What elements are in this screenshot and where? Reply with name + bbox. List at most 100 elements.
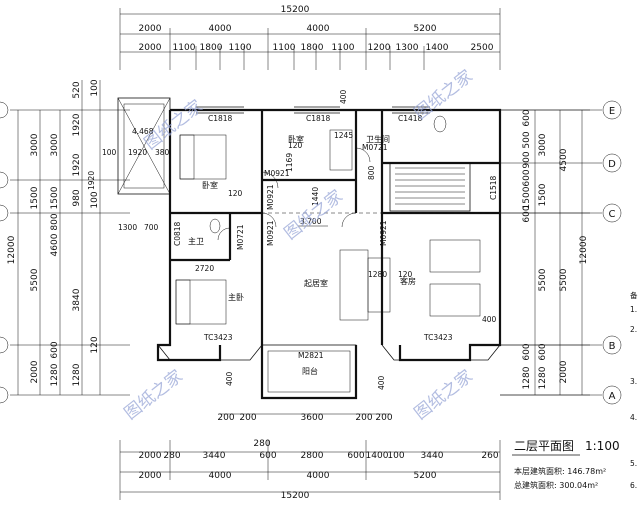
bottom-row1-b: 4000 — [209, 471, 232, 481]
label-window-tc-left: TC3423 — [203, 333, 233, 342]
total-area-text: 总建筑面积: 300.04m² — [514, 480, 598, 490]
label-d400b: 400 — [225, 371, 234, 386]
left-in-100b: 100 — [90, 191, 100, 208]
room-bedroom-n: 卧室 — [288, 134, 304, 144]
walls — [117, 97, 502, 400]
top-dim-1-a: 2000 — [139, 24, 162, 34]
axis-markers: E D C B A — [0, 100, 622, 405]
label-d400a: 400 — [339, 89, 348, 104]
room-guest: 客房 — [400, 276, 416, 286]
left-mid-600: 600 — [50, 341, 60, 358]
right-dimensions: 12000 4500 5500 2000 3000 1500 5500 1280… — [500, 109, 590, 396]
left-dim-1500: 1500 — [30, 186, 40, 209]
axis-a-label: A — [609, 391, 616, 402]
left-mid-1500: 1500 — [50, 186, 60, 209]
label-door-m0921-b: M0921 — [266, 184, 275, 210]
left-dimensions: 12000 3000 1500 5500 2000 3000 1500 4600… — [7, 79, 130, 396]
left-dim-3000: 3000 — [30, 133, 40, 156]
right-in-600c: 600 — [522, 205, 532, 222]
label-door-m0721-a: M0721 — [362, 143, 388, 152]
right-mid-600: 600 — [538, 343, 548, 360]
bottom-row2-i: 3440 — [421, 451, 444, 461]
right-dim-4500: 4500 — [559, 148, 569, 171]
top-dimensions: 15200 2000 4000 4000 5200 2000 1100 1800… — [119, 5, 501, 70]
label-d1440: 1440 — [311, 187, 320, 206]
left-in-1280: 1280 — [72, 363, 82, 386]
label-window-c1818-b: C1818 — [306, 114, 331, 123]
label-d380: 380 — [155, 148, 170, 157]
label-window-c1818-a: C1818 — [208, 114, 233, 123]
right-in-600a: 600 — [522, 109, 532, 126]
top-dim-2-f: 1800 — [301, 43, 324, 53]
label-door-m2821: M2821 — [298, 351, 324, 360]
bottom-row1-c: 4000 — [307, 471, 330, 481]
top-dim-2-h: 1200 — [368, 43, 391, 53]
top-overall-dim: 15200 — [281, 5, 310, 15]
label-window-c0818: C0818 — [173, 221, 182, 246]
drawing-title-name: 二层平面图 — [514, 439, 574, 453]
watermark-4: 图纸之家 — [121, 366, 187, 424]
top-dim-1-d: 5200 — [414, 24, 437, 34]
notes-column: 备 1. 2. 3. 4. 5. 6. — [630, 290, 638, 490]
note-header: 备 — [630, 290, 638, 300]
axis-b-label: B — [609, 341, 616, 352]
axis-c-label: C — [609, 209, 616, 220]
label-d120c: 120 — [288, 141, 303, 150]
label-d1300: 1300 — [118, 223, 137, 232]
bottom-row2-c: 3440 — [203, 451, 226, 461]
watermark-1: 图纸之家 — [141, 96, 207, 154]
label-door-m0721-b: M0721 — [236, 224, 245, 250]
top-dim-2-a: 2000 — [139, 43, 162, 53]
label-d400c: 400 — [482, 315, 497, 324]
watermark-5: 图纸之家 — [411, 366, 477, 424]
top-dim-2-e: 1100 — [273, 43, 296, 53]
left-in-1920b: 1920 — [72, 153, 82, 176]
top-dim-2-g: 1100 — [332, 43, 355, 53]
label-d700: 700 — [144, 223, 159, 232]
bottom-balcony-2: 200 — [239, 413, 256, 423]
bottom-row2-e: 2800 — [301, 451, 324, 461]
bottom-row2-f: 600 — [347, 451, 364, 461]
right-mid-5500: 5500 — [538, 268, 548, 291]
room-family: 起居室 — [304, 278, 328, 288]
label-window-c1518: C1518 — [489, 175, 498, 200]
left-dim-5500: 5500 — [30, 268, 40, 291]
room-bedroom-nw: 卧室 — [202, 180, 218, 190]
label-d120b: 120 — [398, 270, 413, 279]
label-door-m0921-c: M0921 — [266, 220, 275, 246]
top-dim-2-d: 1100 — [229, 43, 252, 53]
bottom-row2-b: 280 — [163, 451, 180, 461]
bottom-row3-280: 280 — [253, 439, 270, 449]
right-overall-dim: 12000 — [579, 235, 589, 264]
label-d2720: 2720 — [195, 264, 214, 273]
right-mid-1280: 1280 — [538, 366, 548, 389]
room-toilet-small: 主卫 — [188, 236, 204, 246]
left-in-980: 980 — [72, 189, 82, 206]
top-dim-2-b: 1100 — [173, 43, 196, 53]
right-in-1500: 1500 — [522, 186, 532, 209]
bottom-overall-dim: 15200 — [281, 491, 310, 501]
floor-area-text: 本层建筑面积: 146.78m² — [514, 466, 606, 476]
left-mid-1280: 1280 — [50, 363, 60, 386]
bottom-row1-a: 2000 — [139, 471, 162, 481]
label-d1169: 1169 — [285, 153, 294, 172]
axis-e-label: E — [609, 106, 615, 117]
watermark-3: 图纸之家 — [411, 66, 477, 124]
label-roof-slope: 4.468 — [132, 127, 154, 136]
label-d100: 100 — [102, 148, 117, 157]
left-in-100a: 100 — [90, 79, 100, 96]
right-mid-3000: 3000 — [538, 133, 548, 156]
bottom-row2-d: 600 — [259, 451, 276, 461]
label-window-c1418: C1418 — [398, 114, 423, 123]
right-mid-1500: 1500 — [538, 183, 548, 206]
room-labels: 卧室 卧室 卫生间 主卫 主卧 起居室 客房 阳台 — [188, 134, 416, 376]
bottom-row1-d: 5200 — [414, 471, 437, 481]
label-elevation: 3.700 — [300, 217, 322, 226]
right-in-500: 500 — [522, 131, 532, 148]
label-d1920: 1920 — [128, 148, 147, 157]
label-d1245: 1245 — [334, 131, 353, 140]
right-in-1280: 1280 — [522, 366, 532, 389]
note-5: 5. — [630, 459, 637, 468]
bottom-row2-h: 100 — [387, 451, 404, 461]
